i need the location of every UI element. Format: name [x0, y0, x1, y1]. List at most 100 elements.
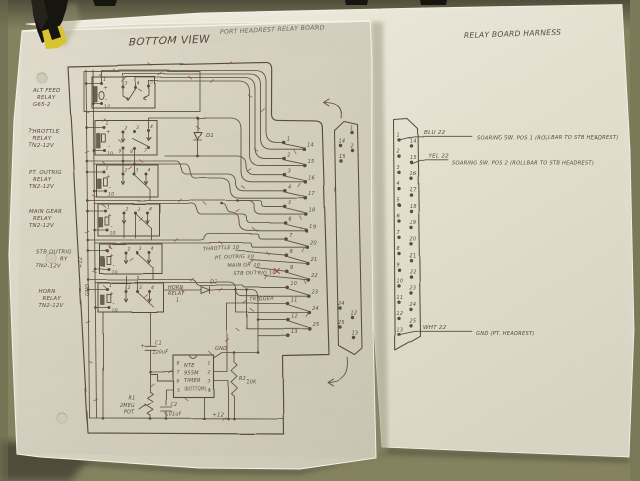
relay-name-label: RELAY — [37, 95, 56, 101]
signal-wire — [237, 200, 307, 215]
relay-outline — [99, 243, 163, 274]
connector-pin-number: 6 — [397, 214, 400, 220]
relay-coil-symbol — [104, 216, 110, 226]
junction-dot — [148, 417, 152, 420]
red-check-mark — [157, 72, 163, 76]
relay-name-label: RELAY — [43, 297, 62, 303]
relay-coil-symbol — [98, 91, 105, 100]
cap-plus: + — [140, 343, 145, 349]
clips-at-top — [93, 0, 447, 6]
relay-pin-number: 1 — [103, 77, 106, 83]
relay-pin-number: 4 — [151, 285, 154, 291]
relay-coil-symbol — [101, 133, 106, 143]
relay-pin-number: 12 — [104, 104, 110, 110]
relay-pin-number: 4 — [148, 168, 151, 174]
relay-pin-number: 5 — [151, 80, 154, 86]
connector-pin-dot — [409, 242, 413, 246]
connector-pin-dot — [409, 324, 413, 328]
connector-pin-number: 15 — [339, 154, 346, 160]
red-check-mark — [102, 285, 108, 289]
signal-wire — [197, 117, 306, 183]
signal-wire — [159, 203, 287, 224]
connector-pin-dot — [409, 160, 413, 164]
connector-pin-dot — [397, 235, 401, 239]
relay-pin-number: 8 — [130, 149, 133, 155]
relay-pin-number: 3 — [137, 207, 140, 213]
connector-pin-dot — [409, 291, 413, 295]
connector-pin-dot — [409, 143, 413, 148]
bottom-bus-wire — [89, 417, 283, 419]
relay-pin-number: 1 — [109, 283, 112, 289]
diode-d1: D1 — [192, 116, 214, 158]
junction-dot — [86, 278, 90, 281]
red-check-mark — [202, 201, 208, 206]
red-check-mark — [99, 74, 103, 78]
red-check-mark — [128, 257, 134, 261]
terminal-number: 11 — [291, 297, 298, 303]
relay-outline — [97, 203, 160, 237]
red-check-mark — [92, 270, 97, 274]
red-check-mark — [137, 88, 143, 92]
terminal-number: 2 — [287, 152, 290, 158]
terminal-switch-blade — [288, 304, 309, 312]
connector-pin-number: 14 — [339, 138, 346, 144]
terminal-number: 7 — [289, 233, 293, 239]
signal-wire — [221, 203, 308, 232]
relay-pin-number: 4 — [151, 246, 154, 252]
relay-pin-number: 10 — [110, 231, 116, 237]
red-check-mark — [301, 247, 305, 253]
c2-label: .01uF — [167, 412, 182, 418]
connector-pin-number: 12 — [397, 311, 404, 317]
connector-pin-dot — [350, 148, 355, 153]
diode-label: D3 — [210, 280, 218, 286]
junction-dot — [92, 149, 96, 152]
wire-destination-label: GND (PT. HEADREST) — [476, 331, 535, 337]
wire-label: STB OUTRIG 10 — [234, 270, 276, 277]
curved-arrow — [323, 102, 342, 119]
terminal-switch-blade — [287, 272, 308, 279]
red-check-mark — [253, 148, 259, 152]
relay-name-label: RY — [60, 257, 68, 263]
terminal-switch-blade — [286, 191, 305, 198]
wire-color-label: YEL 22 — [429, 153, 450, 159]
red-check-mark — [167, 369, 173, 374]
connector-pin-number: 15 — [410, 154, 417, 160]
connector-pin-number: 14 — [410, 138, 417, 144]
paper-texture — [17, 4, 629, 458]
terminal-number: 1 — [287, 136, 290, 142]
red-check-mark — [138, 159, 144, 163]
relay-pin-dot — [144, 172, 148, 176]
chip-pin-number: 8 — [177, 361, 180, 367]
red-check-mark — [101, 161, 107, 165]
connector-pin-number: 19 — [410, 220, 417, 226]
relay-coil-symbol — [106, 294, 112, 303]
junction-dot — [86, 209, 89, 213]
relay-pin-number: 10 — [112, 308, 118, 314]
page-title: BOTTOM VIEW — [129, 32, 212, 49]
red-check-mark — [251, 227, 257, 231]
relay-outline — [96, 164, 159, 198]
red-check-mark — [101, 118, 107, 122]
red-check-mark — [209, 79, 215, 83]
wire-color-label: WHT 22 — [423, 325, 447, 331]
terminal-number: 22 — [311, 273, 318, 279]
red-check-mark — [299, 215, 303, 221]
gnd-label: GND — [215, 346, 227, 352]
binder-clip — [31, 0, 80, 49]
connector-pin-number: 24 — [410, 302, 417, 308]
relay-coil-bar — [96, 133, 101, 149]
relay-name-label: TN2-12V — [29, 184, 54, 190]
relay-pin-dot — [133, 147, 136, 150]
relay-outer-cell — [83, 71, 201, 112]
red-check-mark — [264, 274, 268, 280]
resistor-r2 — [230, 361, 238, 397]
connector-pin-number: 16 — [410, 171, 417, 177]
r1-label: R1 — [128, 395, 135, 401]
relay-name-label: RELAY — [33, 177, 52, 183]
relay-outline — [97, 282, 164, 313]
